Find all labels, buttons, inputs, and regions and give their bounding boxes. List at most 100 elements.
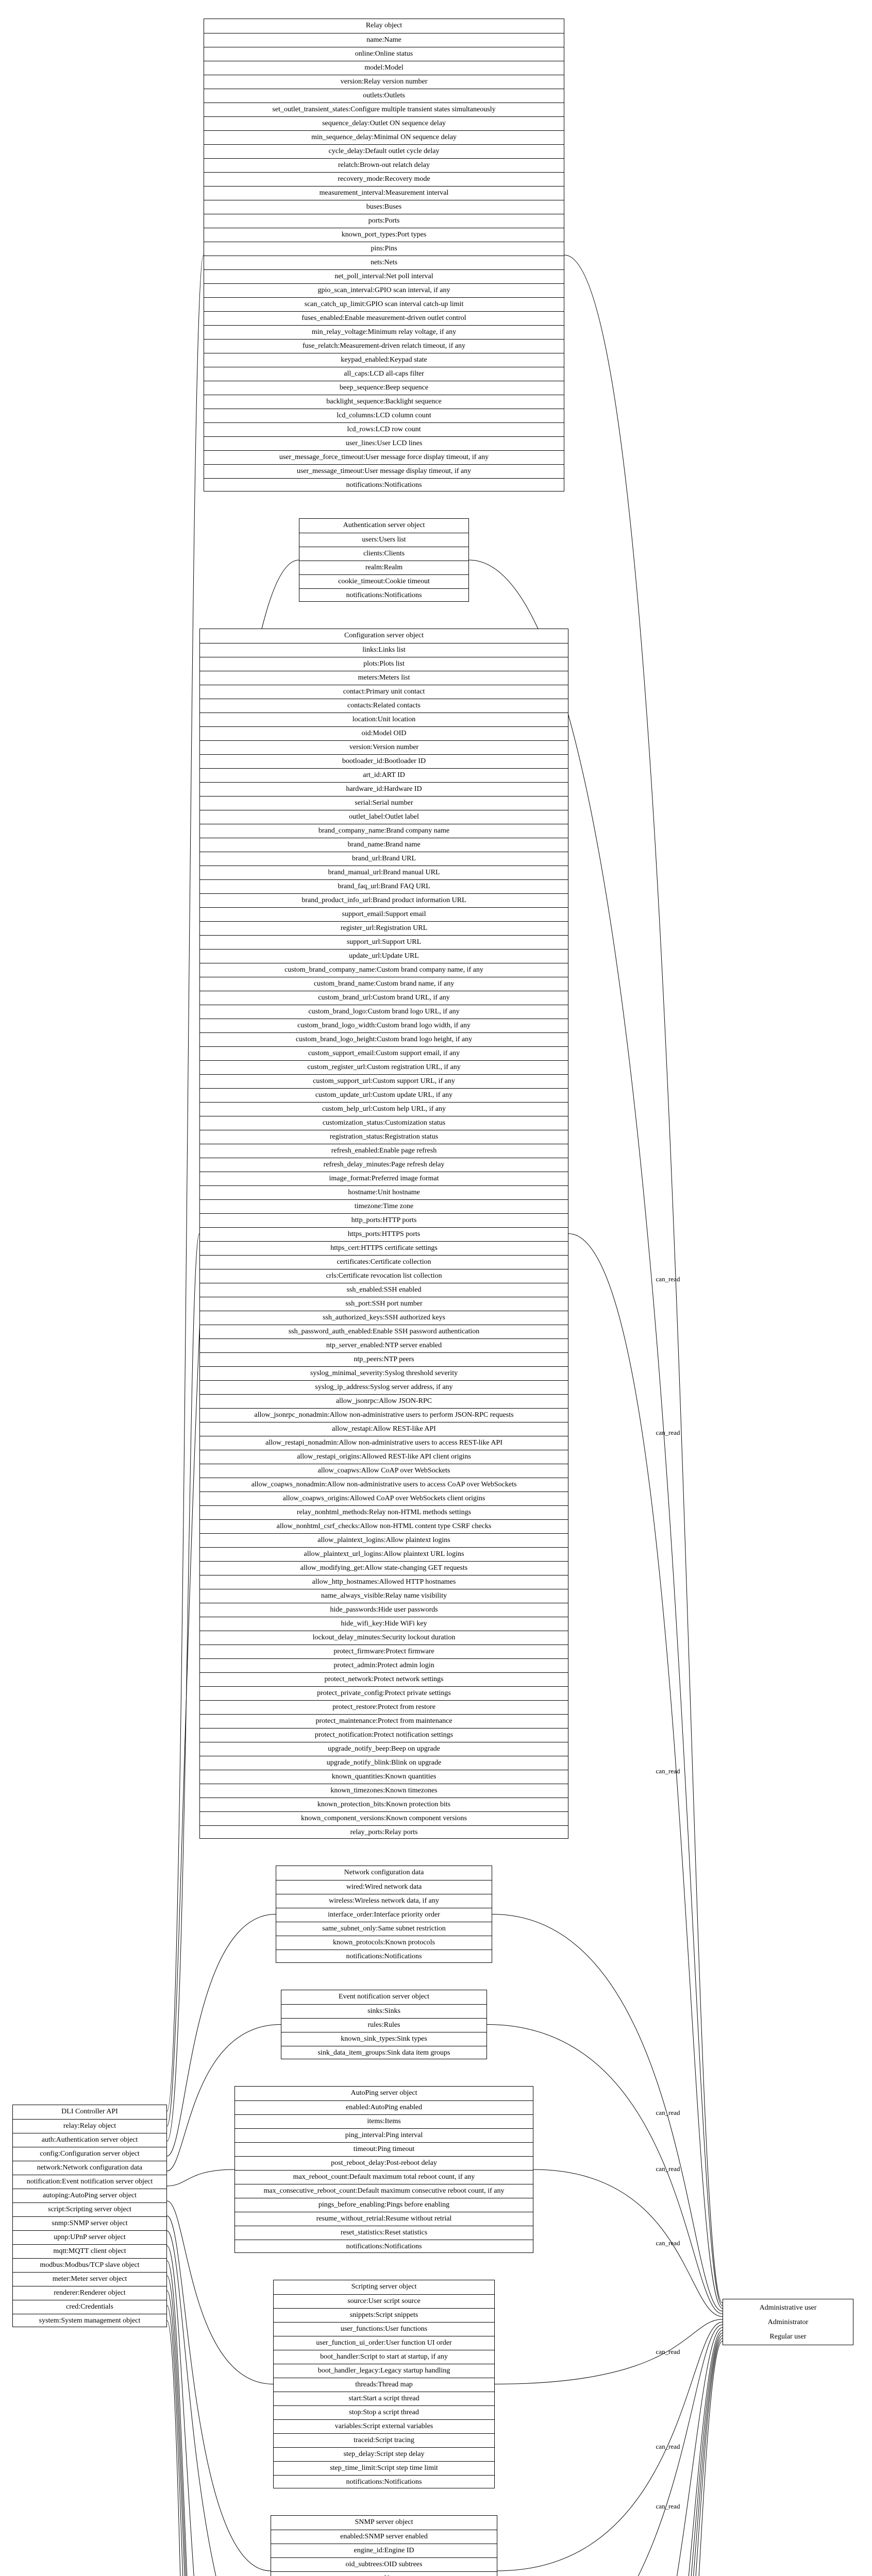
- attribute-row: autoping:AutoPing server object: [13, 2189, 166, 2202]
- attribute-row: relay:Relay object: [13, 2119, 166, 2133]
- attribute-row: brand_url:Brand URL: [200, 852, 568, 866]
- attribute-row: engine_id:Engine ID: [271, 2544, 497, 2557]
- attribute-row: protect_network:Protect network settings: [200, 1672, 568, 1686]
- attribute-row: location:Unit location: [200, 713, 568, 726]
- attribute-row: ssh_port:SSH port number: [200, 1297, 568, 1311]
- attribute-row: auth:Authentication server object: [13, 2133, 166, 2147]
- attribute-row: crls:Certificate revocation list collect…: [200, 1269, 568, 1283]
- attribute-row: users:Users list: [299, 533, 468, 547]
- attribute-row: known_port_types:Port types: [204, 228, 564, 242]
- attribute-row: user_message_force_timeout:User message …: [204, 450, 564, 464]
- edge-autoping-to-user: [533, 2169, 723, 2317]
- attribute-row: user_lines:User LCD lines: [204, 436, 564, 450]
- attribute-row: brand_faq_url:Brand FAQ URL: [200, 879, 568, 893]
- attribute-row: https_ports:HTTPS ports: [200, 1227, 568, 1241]
- attribute-row: support_email:Support email: [200, 907, 568, 921]
- attribute-row: contacts:Related contacts: [200, 699, 568, 713]
- attribute-row: protect_maintenance:Protect from mainten…: [200, 1714, 568, 1728]
- attribute-row: allow_modifying_get:Allow state-changing…: [200, 1561, 568, 1575]
- attribute-row: registration_status:Registration status: [200, 1130, 568, 1144]
- edge-api-to-renderer: [166, 2290, 185, 2576]
- attribute-row: known_quantities:Known quantities: [200, 1770, 568, 1784]
- attribute-row: renderer:Renderer object: [13, 2286, 166, 2300]
- attribute-row: protect_private_config:Protect private s…: [200, 1686, 568, 1700]
- attribute-row: refresh_delay_minutes:Page refresh delay: [200, 1158, 568, 1172]
- edge-label-can-read: can_read: [656, 2109, 680, 2116]
- attribute-row: boot_handler:Script to start at startup,…: [274, 2350, 494, 2364]
- attribute-row: known_timezones:Known timezones: [200, 1784, 568, 1798]
- attribute-row: config:Configuration server object: [13, 2147, 166, 2161]
- attribute-row: meters:Meters list: [200, 671, 568, 685]
- attribute-row: model:Model: [204, 61, 564, 75]
- attribute-row: wired:Wired network data: [276, 1880, 492, 1894]
- attribute-row: realm:Realm: [299, 561, 468, 574]
- attribute-row: certificates:Certificate collection: [200, 1255, 568, 1269]
- attribute-row: rules:Rules: [281, 2018, 487, 2032]
- attribute-row: notifications:Notifications: [204, 478, 564, 492]
- attribute-row: min_sequence_delay:Minimal ON sequence d…: [204, 130, 564, 144]
- attribute-row: step_delay:Script step delay: [274, 2447, 494, 2461]
- attribute-row: cookie_timeout:Cookie timeout: [299, 574, 468, 588]
- edge-system-to-user: [698, 2341, 723, 2576]
- attribute-row: customization_status:Customization statu…: [200, 1116, 568, 1130]
- attribute-row: custom_register_url:Custom registration …: [200, 1060, 568, 1074]
- edge-mqtt-to-user: [677, 2327, 723, 2576]
- attribute-row: snmp:SNMP server object: [13, 2216, 166, 2230]
- attribute-row: enabled:SNMP server enabled: [271, 2530, 497, 2544]
- attribute-row: refresh_enabled:Enable page refresh: [200, 1144, 568, 1158]
- attribute-row: allow_coapws_origins:Allowed CoAP over W…: [200, 1492, 568, 1505]
- attribute-row: backlight_sequence:Backlight sequence: [204, 395, 564, 409]
- edge-label-can-read: can_read: [656, 2165, 680, 2173]
- attribute-row: protect_firmware:Protect firmware: [200, 1645, 568, 1658]
- attribute-row: https_cert:HTTPS certificate settings: [200, 1241, 568, 1255]
- attribute-row: nets:Nets: [204, 256, 564, 269]
- attribute-row: hardware_id:Hardware ID: [200, 782, 568, 796]
- attribute-row: ssh_password_auth_enabled:Enable SSH pas…: [200, 1325, 568, 1338]
- attribute-row: ntp_peers:NTP peers: [200, 1352, 568, 1366]
- attribute-row: allow_plaintext_logins:Allow plaintext l…: [200, 1533, 568, 1547]
- attribute-row: upnp:UPnP server object: [13, 2230, 166, 2244]
- edge-api-to-config: [166, 1233, 200, 2142]
- attribute-row: brand_product_info_url:Brand product inf…: [200, 893, 568, 907]
- edge-renderer-to-user: [693, 2335, 723, 2576]
- attribute-row: net_poll_interval:Net poll interval: [204, 269, 564, 283]
- attribute-row: ports:Ports: [204, 214, 564, 228]
- attribute-row: known_protection_bits:Known protection b…: [200, 1798, 568, 1811]
- attribute-row: notification:Event notification server o…: [13, 2175, 166, 2189]
- attribute-row: plots:Plots list: [200, 657, 568, 671]
- edge-label-can-read: can_read: [656, 1429, 680, 1436]
- attribute-row: step_time_limit:Script step time limit: [274, 2461, 494, 2475]
- attribute-row: timeout:Ping timeout: [235, 2142, 533, 2156]
- attribute-row: outlets:Outlets: [204, 89, 564, 103]
- attribute-row: allow_restapi_nonadmin:Allow non-adminis…: [200, 1436, 568, 1450]
- attribute-row: set_outlet_transient_states:Configure mu…: [204, 103, 564, 116]
- attribute-row: meter:Meter server object: [13, 2272, 166, 2286]
- attribute-row: custom_brand_company_name:Custom brand c…: [200, 963, 568, 977]
- edge-modbus-to-user: [688, 2330, 723, 2576]
- attribute-row: ntp_server_enabled:NTP server enabled: [200, 1338, 568, 1352]
- attribute-row: post_reboot_delay:Post-reboot delay: [235, 2156, 533, 2170]
- attribute-row: relatch:Brown-out relatch delay: [204, 158, 564, 172]
- attribute-row: allow_jsonrpc:Allow JSON-RPC: [200, 1394, 568, 1408]
- attribute-row: pins:Pins: [204, 242, 564, 256]
- node-title: AutoPing server object: [350, 2089, 417, 2097]
- attribute-row: measurement_interval:Measurement interva…: [204, 186, 564, 200]
- attribute-row: hide_wifi_key:Hide WiFi key: [200, 1617, 568, 1631]
- edge-api-to-notification: [166, 2024, 281, 2172]
- attribute-row: traceid:Script tracing: [274, 2433, 494, 2447]
- attribute-row: relay_nonhtml_methods:Relay non-HTML met…: [200, 1505, 568, 1519]
- edge-snmp-to-user: [497, 2321, 723, 2571]
- attribute-row: sink_data_item_groups:Sink data item gro…: [281, 2046, 487, 2060]
- attribute-row: image_format:Preferred image format: [200, 1172, 568, 1185]
- attribute-row: upgrade_notify_beep:Beep on upgrade: [200, 1742, 568, 1756]
- edge-label-can-read: can_read: [656, 1275, 680, 1283]
- attribute-row: upgrade_notify_blink:Blink on upgrade: [200, 1756, 568, 1770]
